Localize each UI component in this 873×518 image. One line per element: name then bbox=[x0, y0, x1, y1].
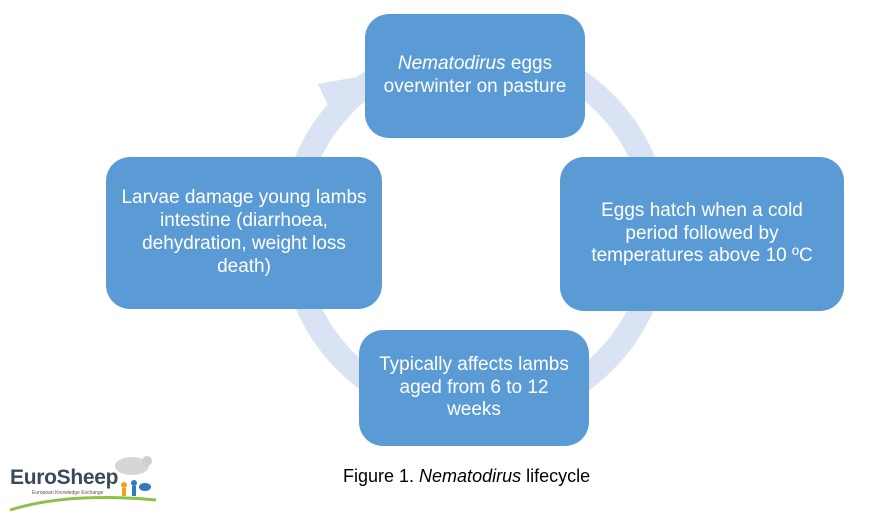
step-eggs-overwinter[interactable]: Nematodirus eggs overwinter on pasture bbox=[365, 14, 585, 138]
lamb-icon bbox=[139, 483, 151, 491]
logo-wordmark: EuroSheep bbox=[10, 466, 119, 489]
grass-swoosh bbox=[9, 496, 157, 512]
eurosheep-logo: EuroSheep European Knowledge Exchange bbox=[8, 452, 158, 512]
person-icon bbox=[121, 482, 127, 488]
cycle-arrowhead-icon bbox=[318, 76, 362, 112]
step-affects-lambs[interactable]: Typically affects lambs aged from 6 to 1… bbox=[359, 330, 589, 446]
figure-caption: Figure 1. Nematodirus lifecycle bbox=[343, 466, 591, 486]
step-eggs-hatch-label: Eggs hatch when a cold period followed b… bbox=[591, 199, 813, 267]
eurosheep-logo-art bbox=[9, 456, 157, 512]
step-eggs-hatch[interactable]: Eggs hatch when a cold period followed b… bbox=[560, 157, 844, 311]
step-affects-lambs-label: Typically affects lambs aged from 6 to 1… bbox=[379, 353, 569, 421]
step-larvae-damage-label: Larvae damage young lambs intestine (dia… bbox=[121, 187, 367, 277]
step-eggs-overwinter-label: Nematodirus eggs overwinter on pasture bbox=[383, 53, 567, 97]
logo-tagline: European Knowledge Exchange bbox=[32, 490, 104, 496]
sheep-icon bbox=[115, 457, 149, 475]
step-larvae-damage[interactable]: Larvae damage young lambs intestine (dia… bbox=[106, 157, 382, 309]
